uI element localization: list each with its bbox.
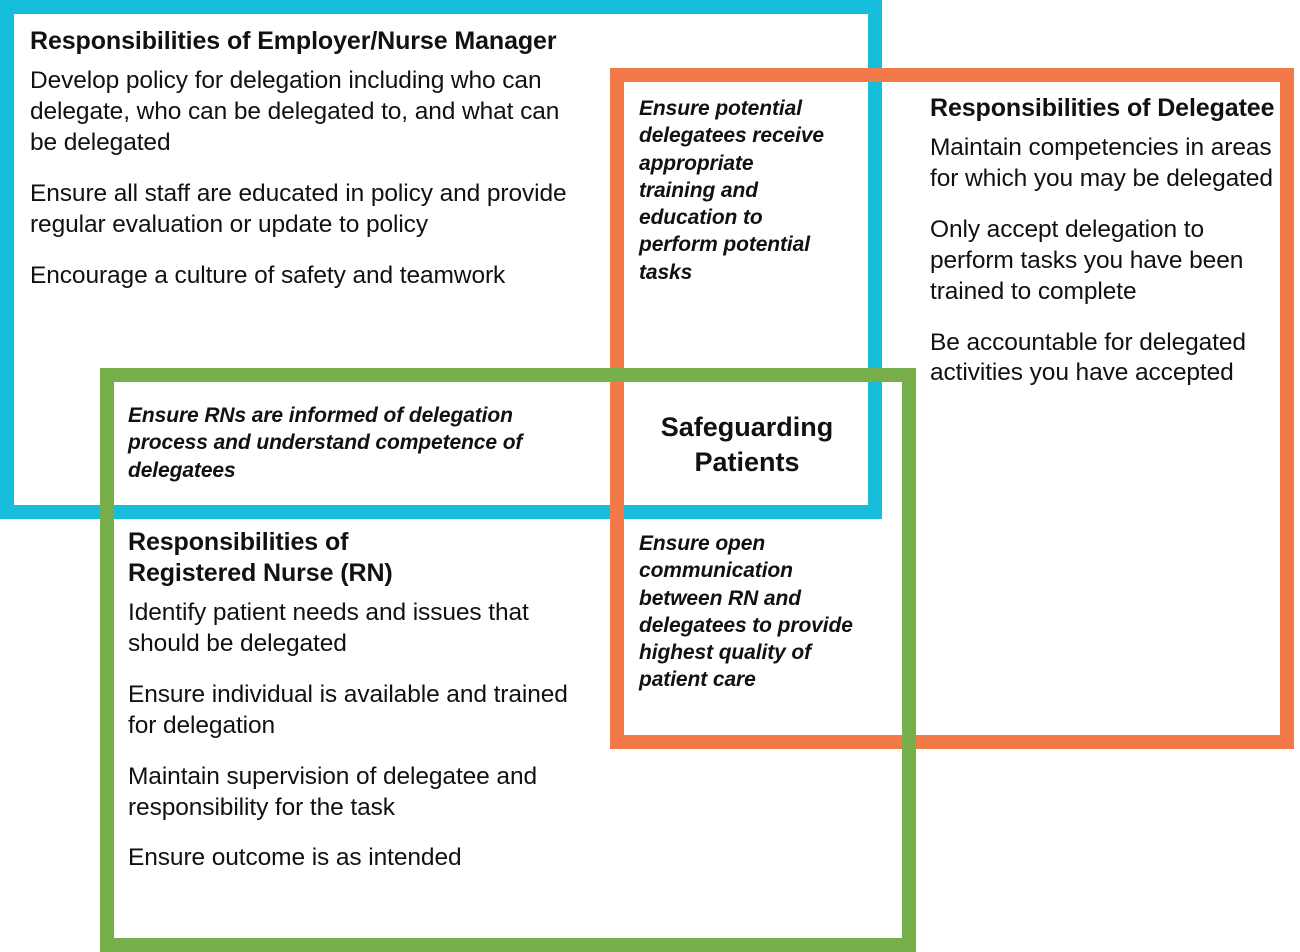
delegatee-item-1: Maintain competencies in areas for which… <box>930 134 1273 193</box>
employer-nurse-manager-region <box>0 0 882 519</box>
registered-nurse-section: Responsibilities of Registered Nurse (RN… <box>128 527 598 874</box>
delegatee-heading: Responsibilities of Delegatee <box>930 94 1275 122</box>
registered-nurse-region <box>100 368 916 952</box>
employer-items: Develop policy for delegation including … <box>30 66 590 291</box>
overlap-registered-nurse-delegatee: Ensure open communication between RN and… <box>639 532 853 692</box>
registered-nurse-heading: Responsibilities of Registered Nurse (RN… <box>128 527 598 589</box>
registered-nurse-item-2: Ensure individual is available and train… <box>128 680 568 739</box>
center-label-line-2: Patients <box>694 446 800 477</box>
delegatee-section: Responsibilities of Delegatee Maintain c… <box>930 93 1278 389</box>
delegatee-items: Maintain competencies in areas for which… <box>930 133 1278 389</box>
center-label-safeguarding-patients: Safeguarding Patients <box>640 410 854 479</box>
registered-nurse-item-3: Maintain supervision of delegatee and re… <box>128 762 537 821</box>
registered-nurse-item-1: Identify patient needs and issues that s… <box>128 599 529 658</box>
registered-nurse-heading-line-2: Registered Nurse (RN) <box>128 559 393 587</box>
employer-item-3: Encourage a culture of safety and teamwo… <box>30 261 506 289</box>
employer-item-1: Develop policy for delegation including … <box>30 67 560 156</box>
delegatee-region <box>610 68 1294 749</box>
overlap-employer-registered-nurse: Ensure RNs are informed of delegation pr… <box>128 404 523 482</box>
overlap-employer-delegatee: Ensure potential delegatees receive appr… <box>639 97 824 284</box>
delegatee-item-2: Only accept delegation to perform tasks … <box>930 215 1244 305</box>
employer-item-2: Ensure all staff are educated in policy … <box>30 179 567 238</box>
registered-nurse-heading-line-1: Responsibilities of <box>128 528 349 556</box>
registered-nurse-items: Identify patient needs and issues that s… <box>128 598 598 874</box>
delegatee-item-3: Be accountable for delegated activities … <box>930 328 1246 387</box>
center-label-line-1: Safeguarding <box>660 412 834 442</box>
employer-section: Responsibilities of Employer/Nurse Manag… <box>30 26 590 291</box>
registered-nurse-item-4: Ensure outcome is as intended <box>128 844 462 872</box>
employer-heading: Responsibilities of Employer/Nurse Manag… <box>30 27 557 55</box>
